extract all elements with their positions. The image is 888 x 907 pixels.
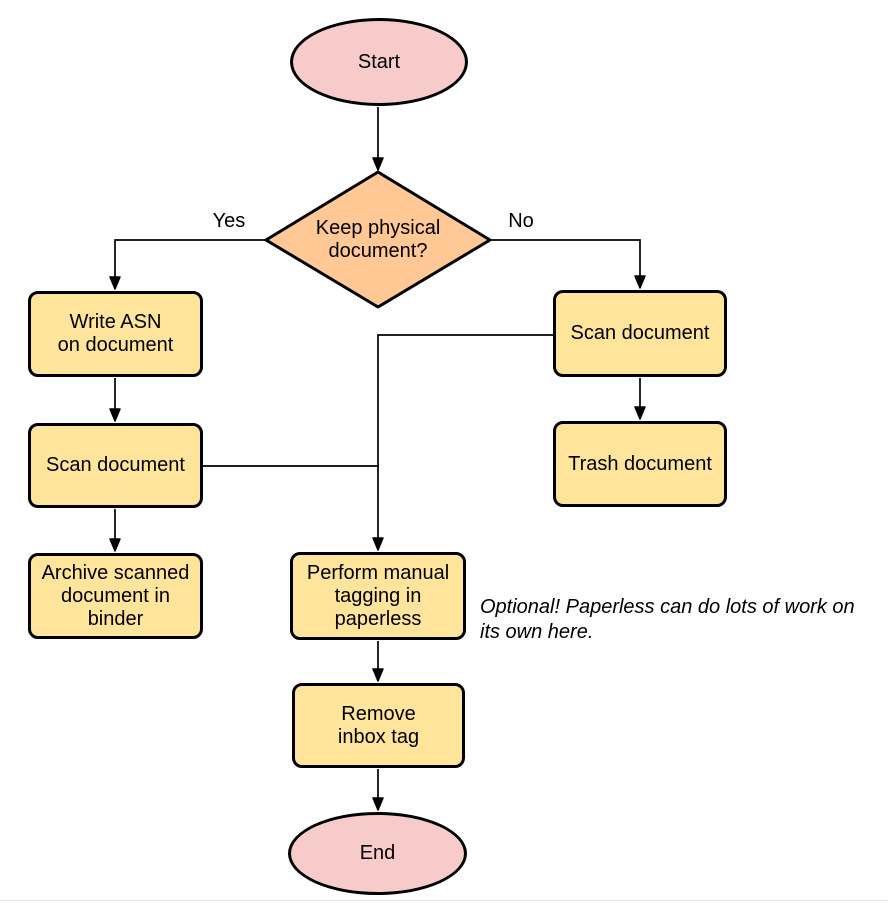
node-end: End [288,812,467,895]
node-decision-label: Keep physical document? [315,217,441,262]
edge-decision-no-to-scan-right [490,239,646,289]
page-bottom-border [0,900,888,901]
node-perform-tagging: Perform manual tagging in paperless [290,552,466,640]
node-scan-document-left-label: Scan document [46,454,185,476]
node-scan-document-right: Scan document [553,290,727,377]
decision-diamond-shape [264,170,492,309]
node-archive-binder-label: Archive scanned document in binder [41,561,190,630]
node-start: Start [290,18,468,106]
node-end-label: End [359,842,396,864]
node-perform-tagging-label: Perform manual tagging in paperless [306,561,450,630]
edge-decision-yes-to-write-asn [109,239,266,290]
node-archive-binder: Archive scanned document in binder [28,553,203,639]
edge-label-yes: Yes [212,210,246,232]
node-trash-document-label: Trash document [568,452,712,475]
node-trash-document: Trash document [553,421,727,507]
node-start-label: Start [357,50,401,73]
node-write-asn: Write ASN on document [28,291,203,377]
node-scan-document-left: Scan document [28,423,203,508]
edge-label-no: No [508,210,534,232]
node-remove-inbox-tag: Remove inbox tag [292,683,465,768]
node-scan-document-right-label: Scan document [570,322,710,344]
annotation-note: Optional! Paperless can do lots of work … [480,596,855,643]
edge-scan-right-to-perform-tagging [372,334,553,551]
node-remove-inbox-tag-label: Remove inbox tag [337,702,420,748]
node-write-asn-label: Write ASN on document [57,311,174,356]
